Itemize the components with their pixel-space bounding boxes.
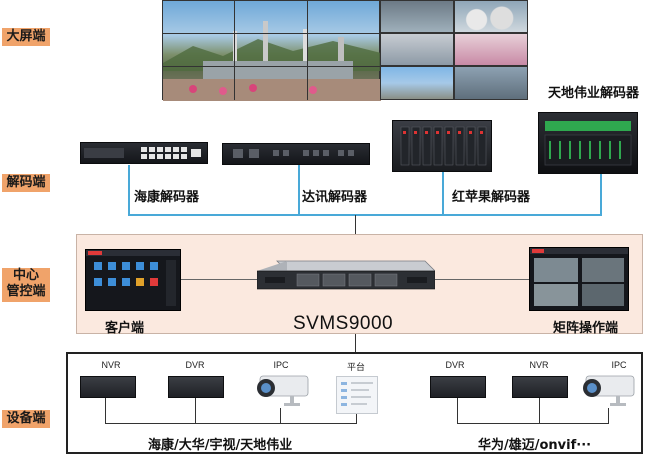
device-right-dvr: [430, 376, 486, 398]
hikvision-decoder-ports: [84, 147, 201, 159]
tiandi-decoder-label: 天地伟业解码器: [548, 86, 640, 101]
device-left-nvr-label: NVR: [101, 360, 121, 370]
hikvision-decoder-device: [80, 142, 208, 164]
tier-label-center-line2: 管控端: [6, 284, 46, 299]
device-right-brands: 华为/雄迈/onvif···: [478, 438, 592, 453]
matrix-monitor: [529, 247, 629, 311]
connector-left-dvr: [195, 398, 196, 424]
device-right-dvr-label: DVR: [445, 360, 465, 370]
video-wall: [162, 0, 528, 101]
hikvision-decoder-label: 海康解码器: [134, 190, 200, 205]
tiandi-decoder-front: [544, 121, 632, 166]
connector-right-dvr: [457, 398, 458, 424]
matrix-screen: [530, 248, 628, 306]
connector-daxun: [298, 165, 300, 215]
connector-right-ipc: [608, 408, 609, 424]
connector-right-nvr: [539, 398, 540, 424]
device-left-dvr-label: DVR: [185, 360, 205, 370]
hongpingguo-decoder-cards: [400, 126, 487, 166]
daxun-decoder-device: [222, 143, 370, 165]
connector-left-nvr: [105, 398, 106, 424]
connector-client-server: [181, 279, 257, 280]
client-monitor: [85, 249, 181, 311]
device-left-ipc-label: IPC: [273, 360, 289, 370]
tier-label-center: 中心 管控端: [2, 268, 50, 302]
device-panel: NVR DVR IPC 平台 海康/大华/宇视/天地伟业 DVR NVR IPC: [66, 352, 643, 454]
connector-server-matrix: [435, 279, 529, 280]
video-wall-cell: [454, 33, 528, 66]
device-left-nvr: [80, 376, 136, 398]
server-label: SVMS9000: [293, 313, 394, 334]
connector-decoder-bus: [128, 214, 602, 216]
tier-label-device: 设备端: [2, 410, 50, 428]
video-wall-cell: [454, 0, 528, 33]
tier-label-display: 大屏端: [2, 28, 50, 46]
connector-left-platform: [356, 414, 357, 424]
device-platform-label: 平台: [346, 362, 365, 372]
hongpingguo-decoder-device: [392, 120, 492, 172]
tiandi-decoder-device: [538, 112, 638, 174]
device-platform-screen: [336, 376, 378, 414]
hongpingguo-decoder-label: 红苹果解码器: [452, 190, 531, 205]
connector-decoder-to-center: [355, 215, 356, 235]
daxun-decoder-label: 达讯解码器: [302, 190, 368, 205]
video-wall-main-scene: [162, 0, 381, 101]
video-wall-cell: [380, 66, 454, 100]
server-illustration: [256, 260, 436, 290]
connector-center-to-device: [355, 334, 356, 352]
device-right-ipc-label: IPC: [611, 360, 627, 370]
connector-hikvision: [128, 165, 130, 215]
device-right-nvr: [512, 376, 568, 398]
connector-right-bus: [457, 423, 609, 424]
connector-left-ipc: [280, 408, 281, 424]
video-wall-cell: [380, 0, 454, 33]
tier-label-center-line1: 中心: [12, 268, 39, 283]
connector-tiandi: [600, 174, 602, 215]
connector-left-bus: [105, 423, 357, 424]
svms-server-device: [256, 253, 436, 305]
connector-hongpingguo: [442, 172, 444, 215]
device-left-dvr: [168, 376, 224, 398]
factory-illustration: [163, 21, 381, 101]
center-control-panel: 客户端 SVMS9000 矩阵操作端: [76, 234, 643, 336]
matrix-label: 矩阵操作端: [553, 321, 619, 336]
client-label: 客户端: [105, 321, 145, 336]
client-screen: [86, 250, 180, 306]
tier-label-decode: 解码端: [2, 174, 50, 192]
device-right-nvr-label: NVR: [529, 360, 549, 370]
device-left-brands: 海康/大华/宇视/天地伟业: [148, 438, 293, 453]
device-left-ipc-camera: [250, 374, 310, 408]
video-wall-cell: [454, 66, 528, 100]
daxun-decoder-ports: [233, 149, 354, 158]
device-right-ipc-camera: [576, 374, 636, 408]
video-wall-cell: [380, 33, 454, 66]
